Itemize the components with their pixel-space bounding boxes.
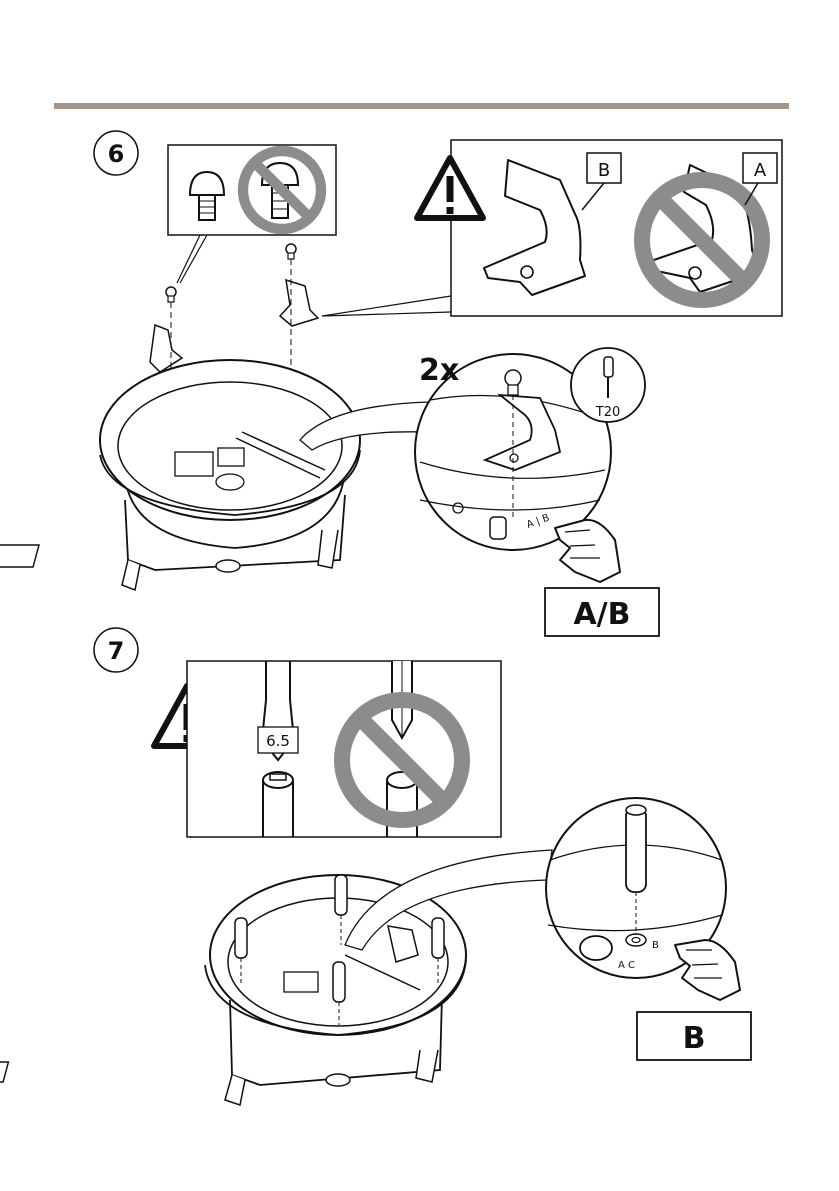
step-6-number: 6: [108, 140, 125, 168]
position-marks-7b: A C: [618, 960, 635, 971]
tool-size-label: T20: [595, 405, 620, 420]
label-a: A: [754, 160, 767, 181]
pointing-hand-icon-7: [675, 940, 740, 1000]
step-7-number: 7: [108, 637, 125, 665]
screwdriver-size-label: 6.5: [266, 732, 290, 750]
position-marks-7: B: [652, 940, 659, 951]
bracket-warning-box: B A: [322, 140, 782, 316]
label-b: B: [598, 160, 610, 181]
mount-base: [0, 360, 360, 590]
pointing-hand-icon: [555, 520, 620, 582]
screw-comparison-box: [168, 145, 336, 283]
screwdriver-warning-box: 6.5: [187, 661, 501, 837]
step-6: 6: [0, 131, 782, 636]
screwdriver-icon: T20: [571, 348, 645, 422]
step-7: 7 6.5: [0, 628, 751, 1105]
count-label: 2x: [419, 353, 459, 388]
setting-label-6: A/B: [573, 597, 630, 632]
setting-label-7: B: [683, 1021, 706, 1056]
